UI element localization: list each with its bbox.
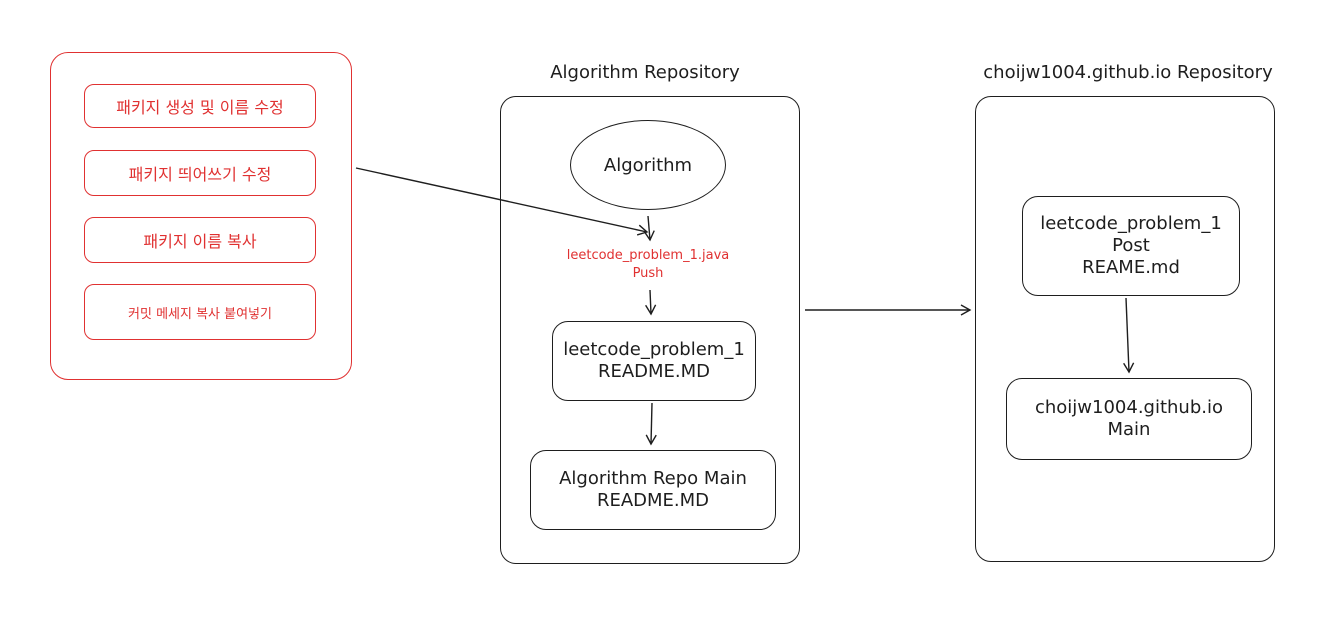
- algorithm-main-line1: Algorithm Repo Main: [559, 468, 747, 489]
- push-file-name: leetcode_problem_1.java: [566, 248, 730, 263]
- paste-commit-message-label: 커밋 메세지 복사 붙여넣기: [128, 306, 272, 322]
- copy-package-name-label: 패키지 이름 복사: [143, 232, 257, 251]
- push-label: leetcode_problem_1.java Push: [540, 247, 756, 283]
- arrow-post-to-blog-main: [1123, 297, 1135, 374]
- blog-main-line1: choijw1004.github.io: [1034, 397, 1224, 418]
- algorithm-main-line2: README.MD: [596, 490, 710, 511]
- algorithm-repo-title: Algorithm Repository: [550, 62, 740, 83]
- post-readme-line1: leetcode_problem_1: [1040, 213, 1222, 234]
- post-readme-line2: Post: [1112, 235, 1150, 256]
- algorithm-main-readme-node: Algorithm Repo Main README.MD: [530, 450, 776, 530]
- post-readme-line3: REAME.md: [1082, 257, 1180, 278]
- fix-package-spacing-label: 패키지 띄어쓰기 수정: [128, 165, 272, 184]
- arrow-algorithm-to-push: [643, 215, 655, 242]
- problem-readme-node: leetcode_problem_1 README.MD: [552, 321, 756, 401]
- post-readme-node: leetcode_problem_1 Post REAME.md: [1022, 196, 1240, 296]
- problem-readme-line1: leetcode_problem_1: [563, 339, 745, 360]
- actions-group: [50, 52, 352, 380]
- algorithm-repo-container: [500, 96, 800, 564]
- algorithm-start-label: Algorithm: [603, 154, 693, 176]
- blog-main-node: choijw1004.github.io Main: [1006, 378, 1252, 460]
- push-action: Push: [632, 266, 664, 281]
- problem-readme-line2: README.MD: [597, 361, 711, 382]
- arrow-actions-to-push: [355, 167, 649, 236]
- create-rename-package-label: 패키지 생성 및 이름 수정: [116, 98, 284, 117]
- arrow-push-to-readme: [645, 289, 657, 316]
- copy-package-name-button[interactable]: 패키지 이름 복사: [84, 217, 316, 263]
- blog-repo-title: choijw1004.github.io Repository: [983, 62, 1273, 83]
- algorithm-start-node: Algorithm: [570, 120, 726, 210]
- blog-repo-container: [975, 96, 1275, 562]
- blog-main-line2: Main: [1107, 419, 1151, 440]
- paste-commit-message-button[interactable]: 커밋 메세지 복사 붙여넣기: [84, 284, 316, 340]
- create-rename-package-button[interactable]: 패키지 생성 및 이름 수정: [84, 84, 316, 128]
- arrow-readme-to-main: [645, 402, 657, 446]
- fix-package-spacing-button[interactable]: 패키지 띄어쓰기 수정: [84, 150, 316, 196]
